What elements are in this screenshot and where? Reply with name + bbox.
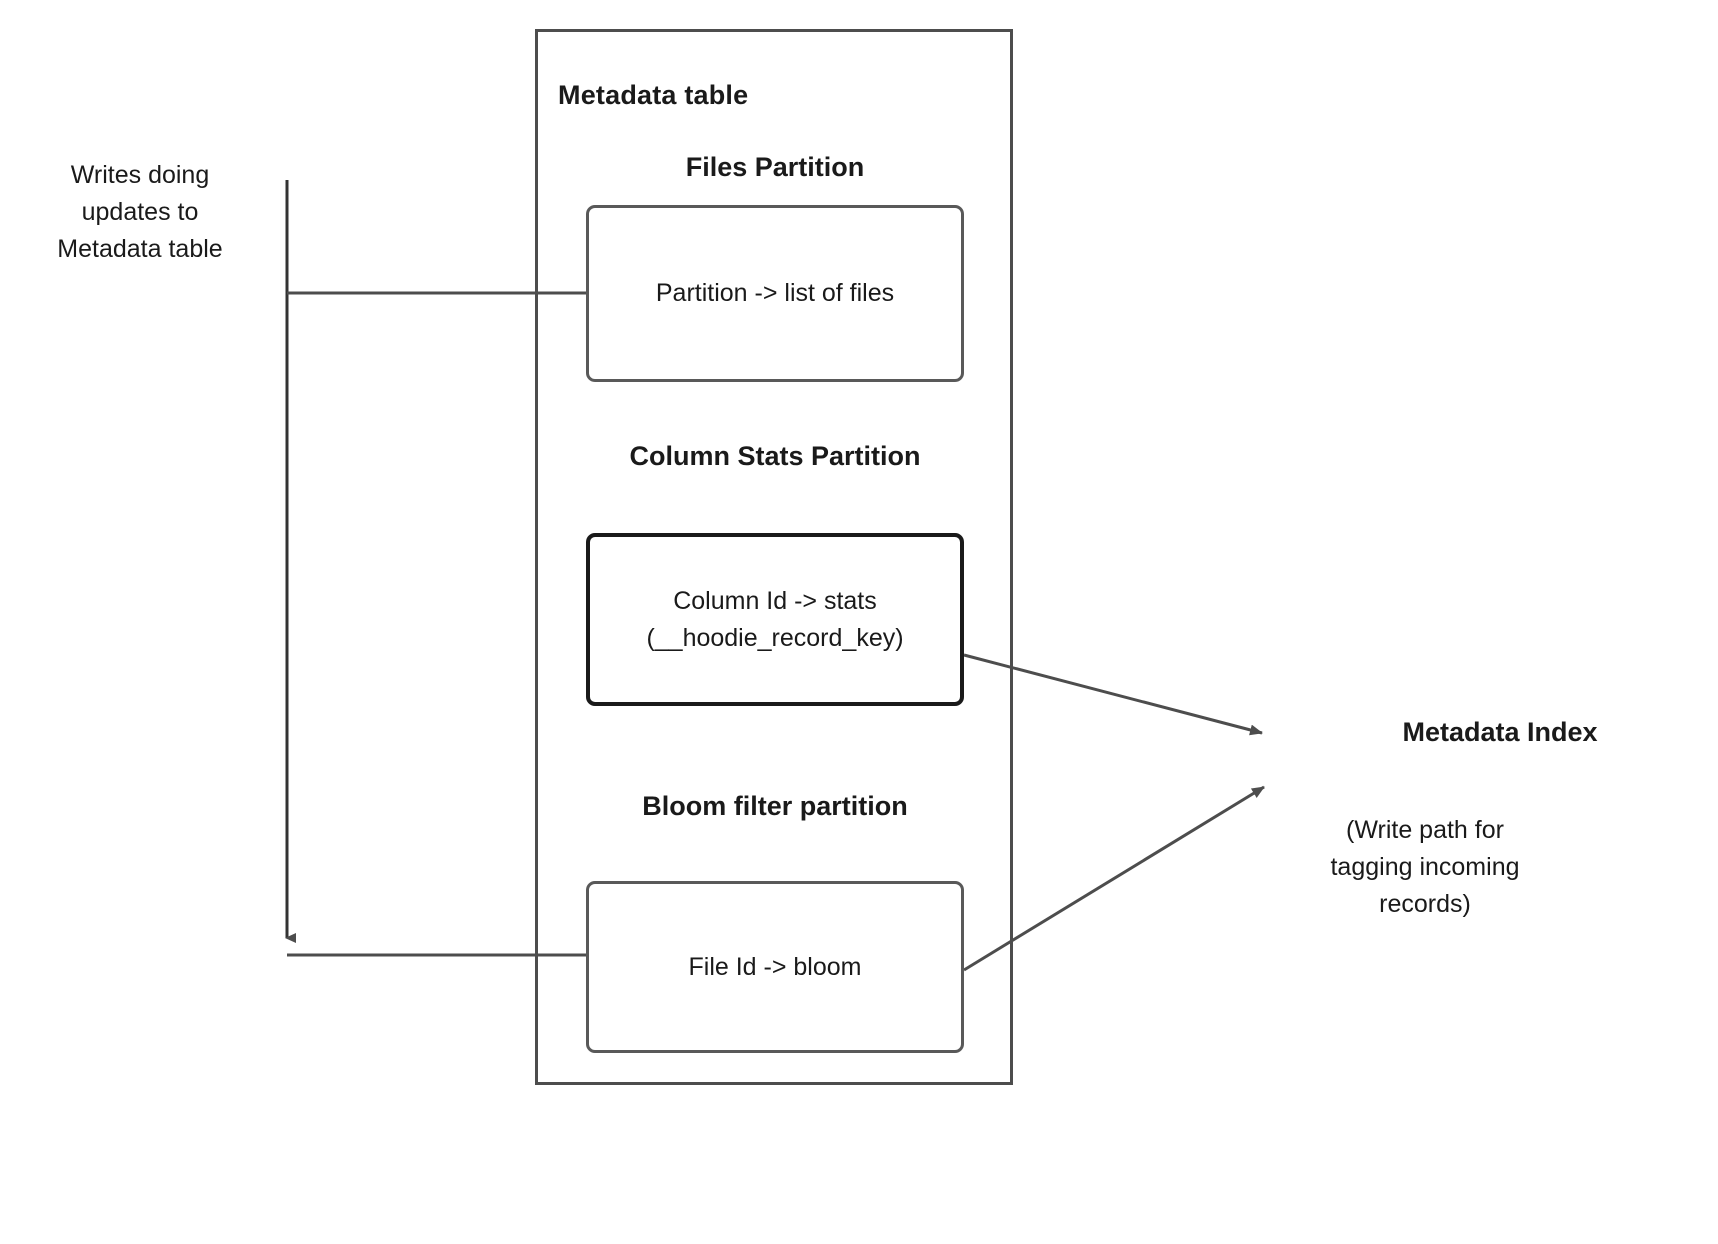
files-partition-box[interactable]: Partition -> list of files — [586, 205, 964, 382]
bloom-filter-partition-box-text: File Id -> bloom — [688, 952, 862, 981]
write-path-caption: Writes doing updates to Metadata table — [57, 161, 223, 263]
bloom-filter-partition-heading: Bloom filter partition — [642, 791, 908, 821]
column-stats-partition-box[interactable]: Column Id -> stats (__hoodie_record_key) — [586, 533, 964, 706]
column-stats-partition-heading: Column Stats Partition — [629, 441, 921, 471]
bloom-filter-partition-box[interactable]: File Id -> bloom — [586, 881, 964, 1053]
metadata-index-caption: (Write path for tagging incoming records… — [1330, 816, 1520, 918]
metadata-table-container — [535, 29, 1013, 1085]
metadata-index-label: Metadata Index — [1402, 717, 1598, 747]
column-stats-partition-box-text: Column Id -> stats (__hoodie_record_key) — [646, 587, 904, 652]
files-partition-heading: Files Partition — [685, 152, 865, 182]
files-partition-box-text: Partition -> list of files — [655, 279, 895, 308]
metadata-table-label: Metadata table — [558, 80, 749, 110]
